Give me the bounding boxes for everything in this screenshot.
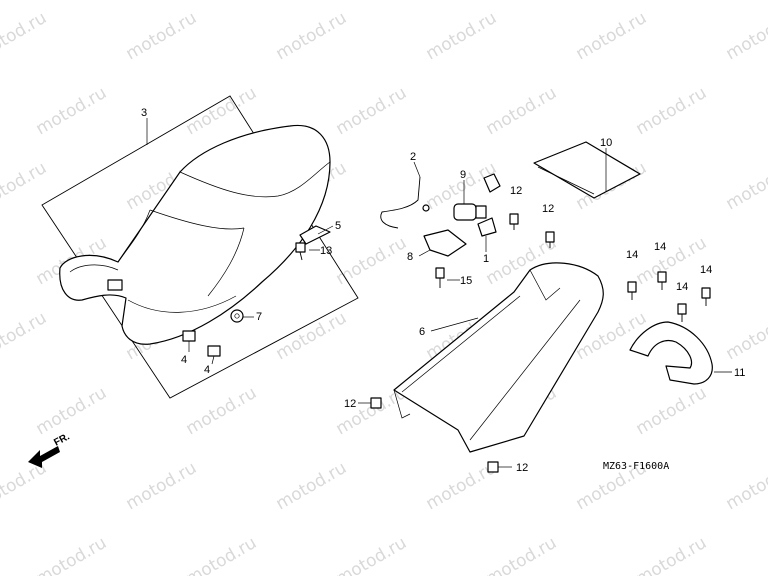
callout-14: 14 bbox=[654, 241, 666, 253]
watermark-text: motod.ru bbox=[633, 383, 711, 439]
callout-2: 2 bbox=[410, 151, 416, 163]
bolt-15 bbox=[435, 267, 445, 288]
watermark-text: motod.ru bbox=[633, 83, 711, 139]
grab-rail bbox=[629, 321, 713, 385]
callout-14: 14 bbox=[676, 281, 688, 293]
callout-9: 9 bbox=[460, 169, 466, 181]
callout-12: 12 bbox=[344, 398, 356, 410]
watermark-text: motod.ru bbox=[723, 8, 768, 64]
callout-14: 14 bbox=[700, 264, 712, 276]
leader-lines bbox=[146, 118, 732, 468]
callout-12: 12 bbox=[516, 462, 528, 474]
watermark-text: motod.ru bbox=[33, 533, 111, 576]
callout-12: 12 bbox=[510, 185, 522, 197]
bolt-14 bbox=[627, 271, 711, 322]
cable-end bbox=[422, 204, 430, 212]
watermark-text: motod.ru bbox=[423, 8, 501, 64]
watermark-text: motod.ru bbox=[273, 458, 351, 514]
callout-4: 4 bbox=[204, 364, 210, 376]
callout-6: 6 bbox=[419, 326, 425, 338]
watermark-text: motod.ru bbox=[33, 383, 111, 439]
watermark-text: motod.ru bbox=[573, 8, 651, 64]
lock-holder bbox=[423, 229, 467, 257]
seat-lock-cable bbox=[380, 176, 421, 229]
lock-bracket bbox=[477, 217, 497, 237]
bolt-12 bbox=[370, 213, 555, 473]
watermark-text: motod.ru bbox=[273, 8, 351, 64]
seat-cowl bbox=[393, 262, 604, 453]
collar bbox=[230, 309, 244, 323]
bolt-13 bbox=[295, 242, 306, 261]
watermark-text: motod.ru bbox=[723, 308, 768, 364]
watermark-text: motod.ru bbox=[0, 458, 50, 514]
front-label: FR. bbox=[52, 431, 72, 448]
callout-15: 15 bbox=[460, 275, 472, 287]
callout-8: 8 bbox=[407, 251, 413, 263]
watermark-text: motod.ru bbox=[483, 83, 561, 139]
watermark-text: motod.ru bbox=[0, 308, 50, 364]
callout-3: 3 bbox=[141, 107, 147, 119]
watermark-text: motod.ru bbox=[723, 158, 768, 214]
watermark-text: motod.ru bbox=[123, 8, 201, 64]
callout-7: 7 bbox=[256, 311, 262, 323]
watermark-text: motod.ru bbox=[0, 8, 50, 64]
watermark-text: motod.ru bbox=[273, 308, 351, 364]
watermark-text: motod.ru bbox=[123, 458, 201, 514]
watermark-text: motod.ru bbox=[33, 83, 111, 139]
watermark-text: motod.ru bbox=[183, 533, 261, 576]
seat-lock-cylinder bbox=[453, 173, 501, 221]
watermark-text: motod.ru bbox=[333, 233, 411, 289]
seat bbox=[59, 124, 331, 345]
watermark-text: motod.ru bbox=[483, 533, 561, 576]
callout-14: 14 bbox=[626, 249, 638, 261]
seat-hook bbox=[107, 279, 123, 291]
callout-4: 4 bbox=[181, 354, 187, 366]
callout-10: 10 bbox=[600, 137, 612, 149]
callout-5: 5 bbox=[335, 220, 341, 232]
diagram-code: MZ63-F1600A bbox=[603, 461, 669, 472]
watermark-text: motod.ru bbox=[333, 533, 411, 576]
watermark-text: motod.ru bbox=[633, 533, 711, 576]
watermark-text: motod.ru bbox=[183, 83, 261, 139]
seat-cushion-rubber bbox=[182, 330, 221, 357]
callout-13: 13 bbox=[320, 245, 332, 257]
watermark-text: motod.ru bbox=[183, 383, 261, 439]
watermark-text: motod.ru bbox=[723, 458, 768, 514]
front-direction-arrow: FR. bbox=[28, 431, 72, 468]
callout-11: 11 bbox=[734, 367, 745, 379]
owners-manual bbox=[533, 141, 641, 199]
watermark-text: motod.ru bbox=[333, 83, 411, 139]
watermark-text: motod.ru bbox=[633, 233, 711, 289]
callout-12: 12 bbox=[542, 203, 554, 215]
callout-1: 1 bbox=[483, 253, 489, 265]
